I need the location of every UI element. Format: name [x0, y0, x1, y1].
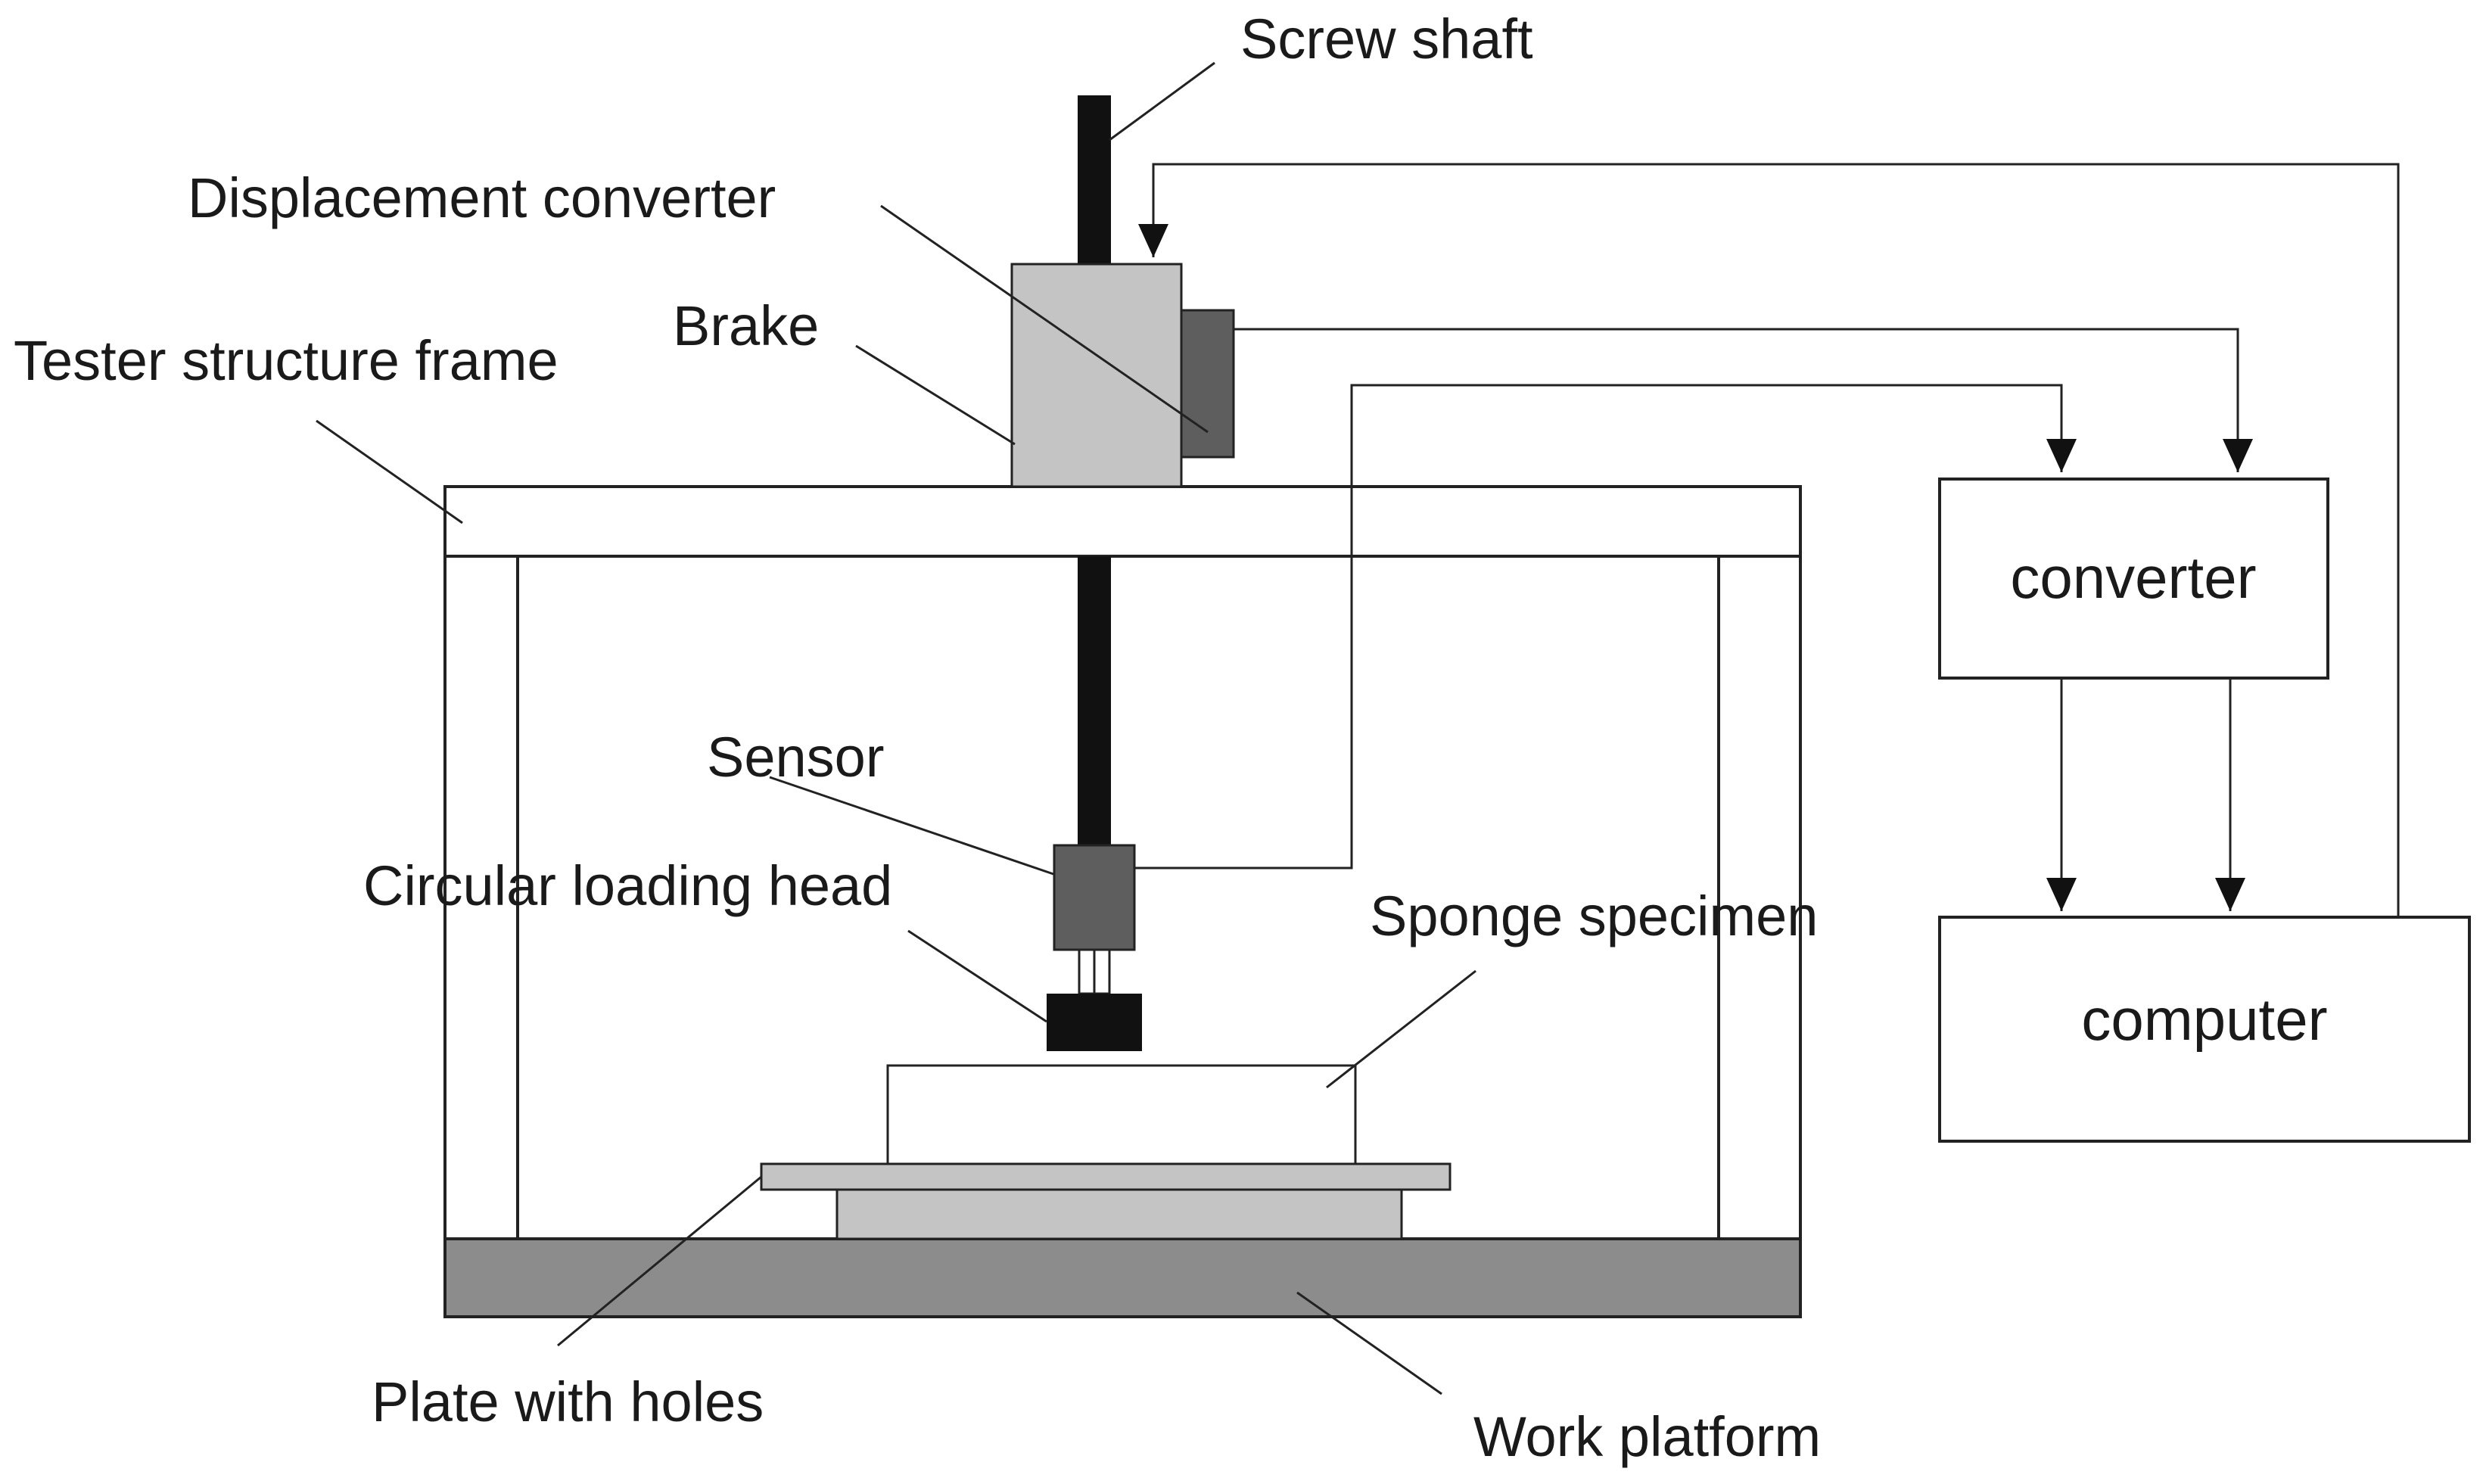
leader-loading-head [907, 929, 1047, 1023]
sensor [1053, 844, 1136, 951]
brake [1180, 309, 1235, 459]
displacement-converter-housing [1010, 263, 1183, 488]
frame-right-column [1717, 555, 1802, 1240]
label-screw-shaft: Screw shaft [1240, 8, 1533, 70]
leader-brake [855, 344, 1016, 446]
screw-shaft-upper [1078, 95, 1111, 264]
leader-tester-frame [316, 419, 463, 524]
label-loading-head: Circular loading head [363, 854, 892, 917]
wire-brake-to-converter [1234, 328, 2253, 472]
feedback-wire-computer-to-converter [1138, 163, 2400, 917]
work-platform [443, 1237, 1802, 1318]
plate-base [835, 1188, 1403, 1240]
leader-platform [1296, 1291, 1442, 1395]
label-displacement-converter: Displacement converter [188, 166, 776, 229]
wire-sensor-to-converter [1134, 384, 2077, 870]
frame-left-column [443, 555, 519, 1240]
label-sponge: Sponge specimen [1370, 885, 1818, 947]
leader-screw-shaft [1109, 61, 1215, 142]
label-converter-box: converter [2010, 544, 2256, 611]
leader-sensor [769, 776, 1054, 876]
leader-sponge [1326, 969, 1476, 1089]
label-computer-box: computer [2081, 986, 2327, 1053]
screw-shaft-lower [1078, 556, 1111, 845]
label-plate: Plate with holes [372, 1370, 764, 1433]
label-brake: Brake [673, 294, 819, 357]
label-platform: Work platform [1473, 1405, 1821, 1468]
leader-displacement-converter [880, 204, 1209, 434]
converter-box [1938, 478, 2329, 680]
frame-top-beam [443, 485, 1802, 558]
computer-box [1938, 916, 2471, 1143]
circular-loading-head [1047, 994, 1142, 1051]
leader-plate [557, 1175, 762, 1347]
label-tester-frame: Tester structure frame [14, 329, 559, 392]
plate-with-holes [760, 1162, 1452, 1191]
sponge-specimen [886, 1064, 1357, 1165]
label-sensor: Sensor [707, 726, 884, 789]
